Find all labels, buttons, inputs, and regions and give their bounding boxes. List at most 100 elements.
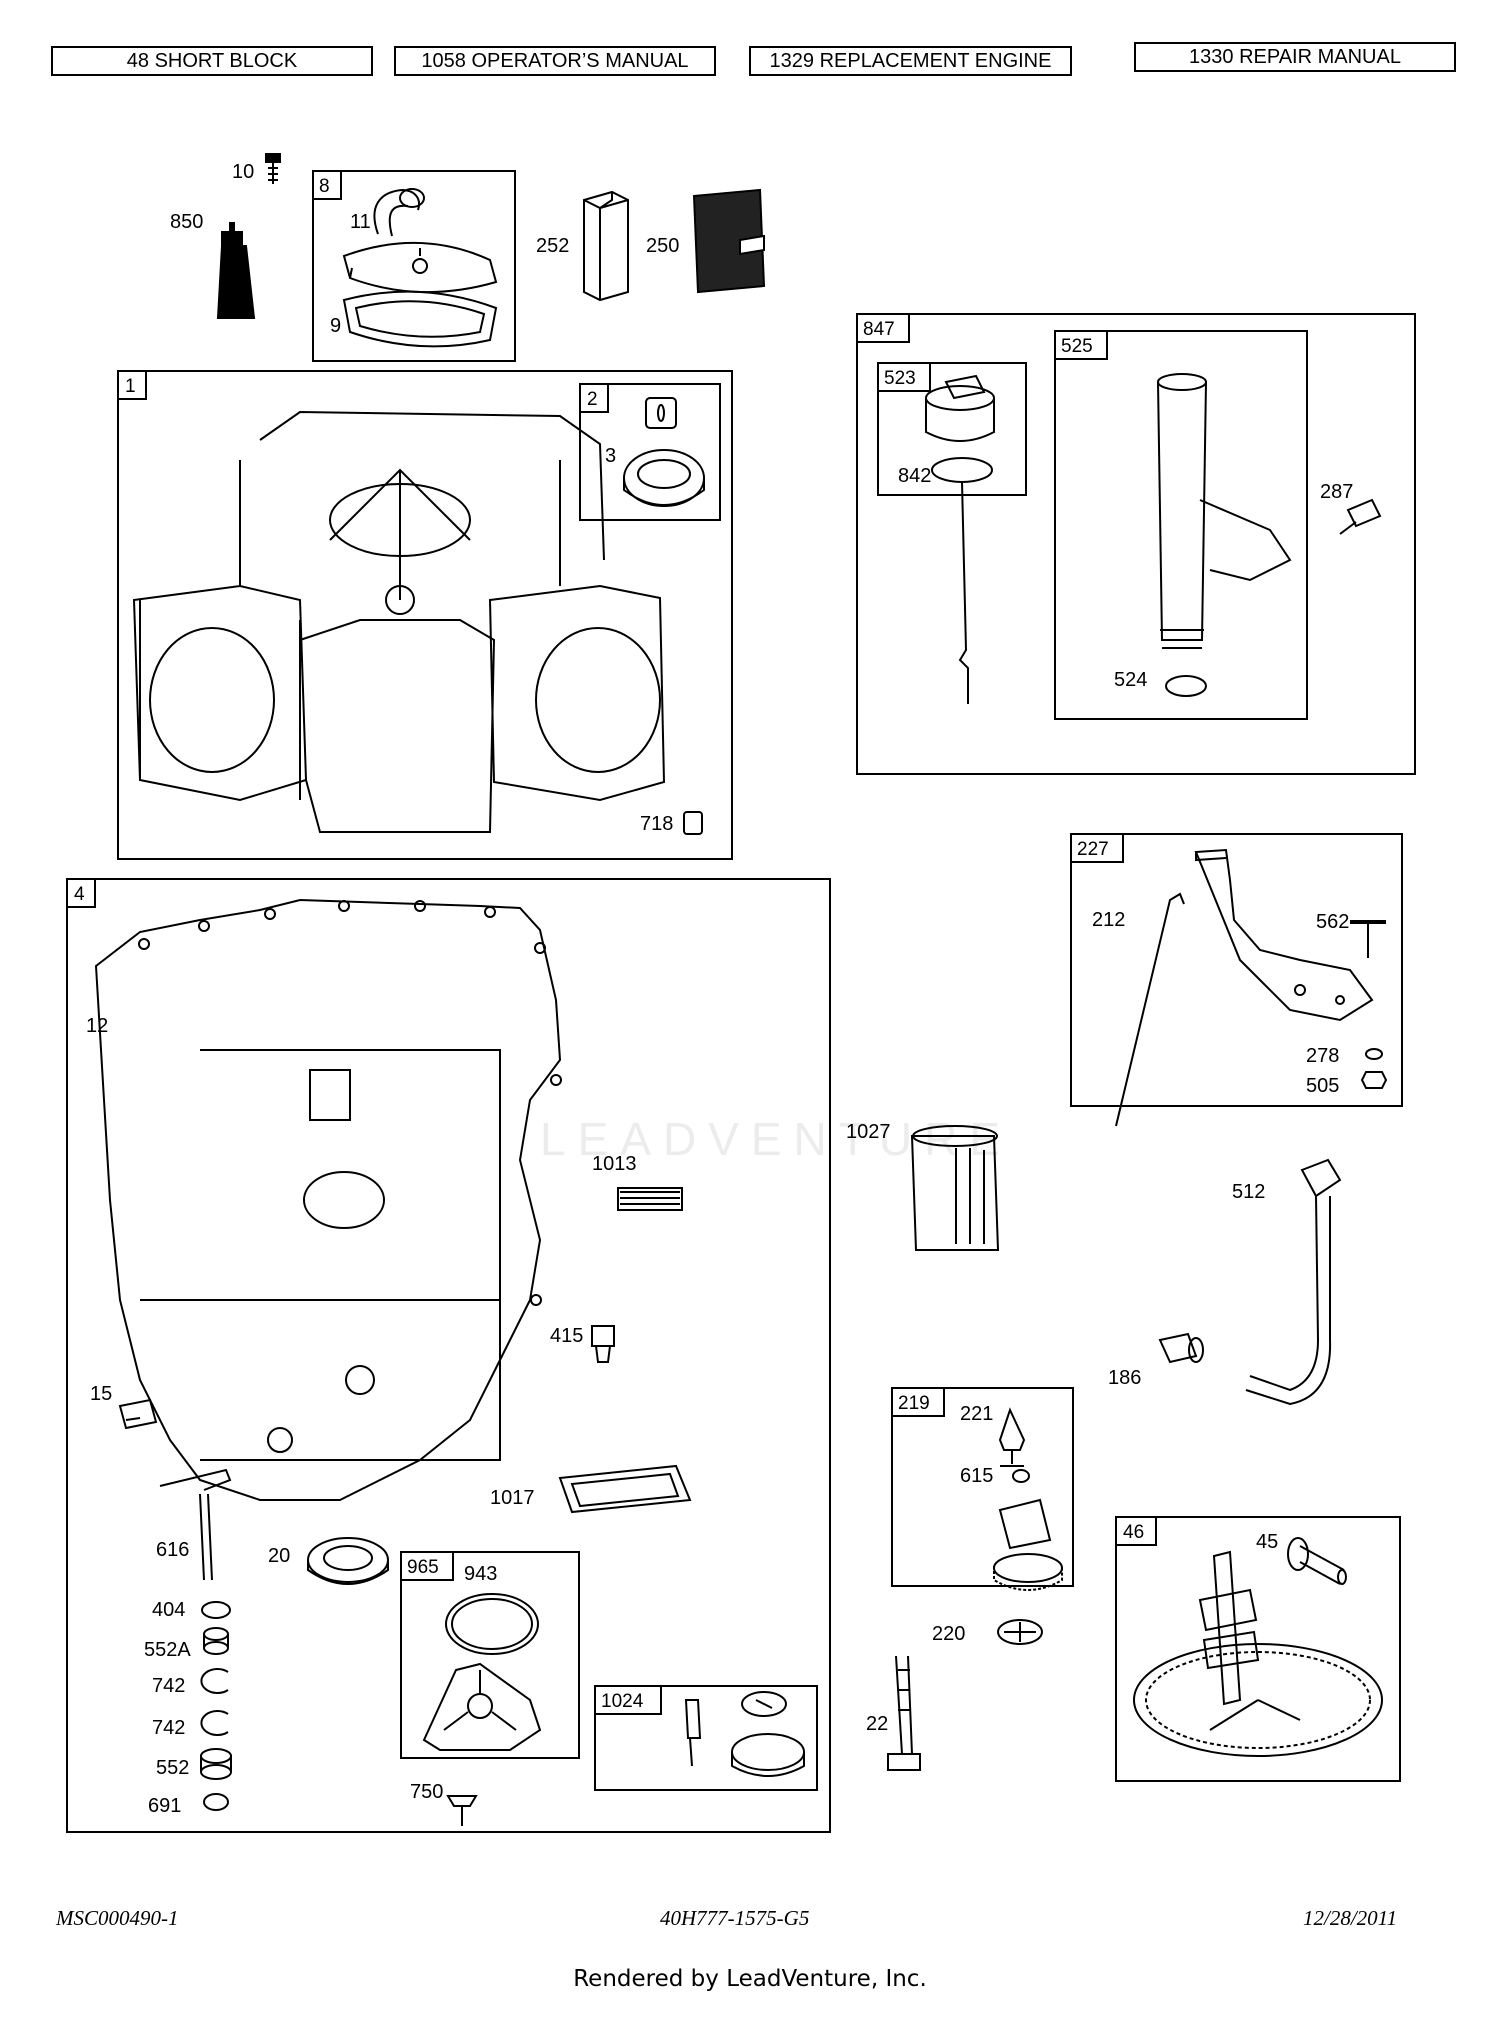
callout-505: 505 <box>1306 1075 1339 1097</box>
callout-10: 10 <box>232 161 254 183</box>
box-label-847: 847 <box>863 319 895 340</box>
box-label-46: 46 <box>1123 1522 1144 1543</box>
washer-278-icon <box>1365 1048 1383 1060</box>
callout-220: 220 <box>932 1623 965 1645</box>
callout-15: 15 <box>90 1383 112 1405</box>
callout-250: 250 <box>646 235 679 257</box>
foam-filter-252-icon <box>583 190 629 302</box>
link-212-icon <box>1115 892 1185 1127</box>
sealant-tube-850-icon <box>216 222 256 319</box>
callout-3: 3 <box>605 445 616 467</box>
callout-842: 842 <box>898 465 931 487</box>
footer-date: 12/28/2011 <box>1303 1906 1398 1930</box>
oil-pump-965-icon <box>422 1662 542 1751</box>
oil-seal-20-icon <box>307 1537 389 1585</box>
oil-filter-1027-icon <box>910 1125 1000 1251</box>
dipstick-tube-525-icon <box>1157 373 1292 649</box>
callout-524: 524 <box>1114 669 1147 691</box>
box-227-frame <box>1070 833 1403 1107</box>
watermark: LEADVENTURE <box>540 1113 1012 1165</box>
box-46-frame <box>1115 1516 1401 1782</box>
box-525-frame <box>1054 330 1308 720</box>
box-label-1: 1 <box>125 376 136 397</box>
short-block-button[interactable]: 48 SHORT BLOCK <box>51 46 373 76</box>
o-ring-524-icon <box>1165 675 1207 697</box>
breather-cover-8-icon <box>342 241 498 294</box>
callout-221: 221 <box>960 1403 993 1425</box>
callout-943: 943 <box>464 1563 497 1585</box>
callout-9: 9 <box>330 315 341 337</box>
box-label-219: 219 <box>898 1393 930 1414</box>
callout-552a: 552A <box>144 1639 191 1661</box>
control-bracket-227-icon <box>1194 848 1374 1022</box>
callout-615: 615 <box>960 1465 993 1487</box>
box-1024-frame <box>594 1685 818 1791</box>
callout-1017: 1017 <box>490 1487 535 1509</box>
breather-tube-11-icon <box>373 188 425 237</box>
washer-220-icon <box>997 1619 1043 1645</box>
dipstick-cap-523-icon <box>925 374 995 442</box>
bushing-2-icon <box>645 397 677 429</box>
callout-616: 616 <box>156 1539 189 1561</box>
ring-615-icon <box>1012 1469 1030 1483</box>
replacement-engine-button[interactable]: 1329 REPLACEMENT ENGINE <box>749 46 1072 76</box>
plug-15-icon <box>118 1398 158 1430</box>
crankcase-cover-4-icon <box>94 898 562 1501</box>
drain-hose-512-icon <box>1245 1158 1342 1406</box>
o-ring-943-icon <box>445 1593 539 1655</box>
screw-750-icon <box>446 1795 478 1826</box>
callout-22: 22 <box>866 1713 888 1735</box>
box-4-frame <box>66 878 831 1833</box>
box-523-frame <box>877 362 1027 496</box>
box-label-525: 525 <box>1061 336 1093 357</box>
callout-562: 562 <box>1316 911 1349 933</box>
callout-404: 404 <box>152 1599 185 1621</box>
bushing-552-icon <box>200 1748 232 1780</box>
footer-model-number: 40H777-1575-G5 <box>660 1906 810 1930</box>
retaining-ring-742a-icon <box>200 1668 229 1694</box>
callout-186: 186 <box>1108 1367 1141 1389</box>
callout-742b: 742 <box>152 1717 185 1739</box>
pin-221-icon <box>998 1407 1026 1467</box>
box-219-frame <box>891 1387 1074 1587</box>
fitting-186-icon <box>1158 1332 1204 1364</box>
filter-1017-icon <box>558 1464 692 1514</box>
o-ring-842-icon <box>931 457 993 483</box>
bolt-562-icon <box>1350 920 1386 958</box>
box-2-frame <box>579 383 721 521</box>
shaft-616-icon <box>159 1468 232 1581</box>
camshaft-46-icon <box>1133 1550 1383 1757</box>
callout-11: 11 <box>350 211 371 233</box>
operators-manual-button[interactable]: 1058 OPERATOR’S MANUAL <box>394 46 716 76</box>
washer-404-icon <box>201 1601 231 1619</box>
box-label-8: 8 <box>319 176 330 197</box>
box-label-523: 523 <box>884 368 916 389</box>
box-label-227: 227 <box>1077 839 1109 860</box>
pre-cleaner-250-icon <box>692 188 766 294</box>
callout-20: 20 <box>268 1545 290 1567</box>
screw-10-icon <box>265 153 281 184</box>
repair-manual-button[interactable]: 1330 REPAIR MANUAL <box>1134 42 1456 72</box>
callout-512: 512 <box>1232 1181 1265 1203</box>
retaining-ring-742b-icon <box>200 1710 229 1736</box>
callout-1013: 1013 <box>592 1153 637 1175</box>
plug-415-icon <box>591 1325 615 1363</box>
callout-750: 750 <box>410 1781 443 1803</box>
callout-1027: 1027 <box>846 1121 891 1143</box>
box-label-965: 965 <box>407 1557 439 1578</box>
callout-415: 415 <box>550 1325 583 1347</box>
dowel-pin-718-icon <box>683 811 703 835</box>
box-label-1024: 1024 <box>601 1691 644 1712</box>
footer-diagram-id: MSC000490-1 <box>56 1906 179 1930</box>
bushing-552a-icon <box>203 1627 229 1655</box>
pin-45-icon <box>1287 1537 1347 1585</box>
callout-850: 850 <box>170 211 203 233</box>
callout-742a: 742 <box>152 1675 185 1697</box>
dipstick-icon <box>958 481 969 704</box>
callout-45: 45 <box>1256 1531 1278 1553</box>
bolt-22-icon <box>887 1655 921 1771</box>
governor-gear-219-icon <box>993 1498 1063 1591</box>
box-847-frame <box>856 313 1416 775</box>
callout-212: 212 <box>1092 909 1125 931</box>
